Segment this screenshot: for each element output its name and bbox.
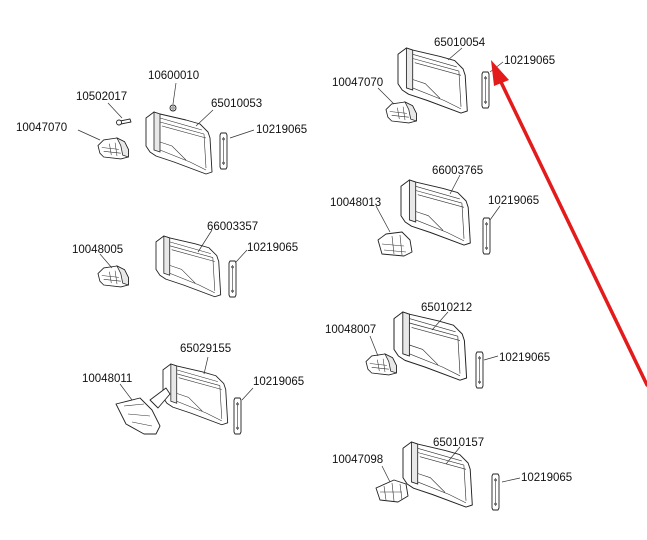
label-10047098: 10047098 [332,454,383,466]
label-10048007: 10048007 [325,324,376,336]
label-66003765: 66003765 [432,165,483,177]
group-5: 66003765 10048013 10219065 [330,165,539,257]
strip-10219065-g6 [475,351,484,389]
clip-10048011 [115,387,171,435]
label-10600010: 10600010 [148,70,199,82]
label-65029155: 65029155 [180,343,231,355]
screw-10502017 [116,118,132,126]
strip-10219065-g1 [219,132,228,170]
strip-10219065-g4 [481,71,490,109]
clip-10048007 [365,353,397,376]
group-7: 65010157 10047098 10219065 [332,437,572,511]
label-65010157: 65010157 [433,437,484,449]
housing-66003765 [400,179,471,246]
strip-10219065-g3 [233,397,242,435]
clip-10048013 [377,231,413,257]
label-10048005: 10048005 [72,244,123,256]
group-6: 65010212 10048007 10219065 [325,302,550,389]
housing-65010053 [145,111,213,175]
housing-65010212 [393,311,468,381]
label-10219065-g5: 10219065 [488,195,539,207]
label-10219065-g4: 10219065 [504,55,555,67]
clip-10047070-top-right [385,101,417,124]
clip-10047098 [375,479,409,503]
red-arrow-icon [491,60,647,387]
label-66003357: 66003357 [207,221,258,233]
label-10502017: 10502017 [76,91,127,103]
label-10048011: 10048011 [82,373,132,385]
label-65010054: 65010054 [434,37,486,49]
strip-10219065-g2 [228,260,237,298]
group-4: 65010054 10047070 10219065 [332,37,555,124]
label-10048013: 10048013 [330,197,381,209]
label-10219065-g2: 10219065 [247,242,298,254]
label-10219065-g6: 10219065 [499,352,550,364]
housing-65010157 [402,441,473,508]
label-10219065: 10219065 [256,124,307,136]
strip-10219065-g5 [482,217,491,255]
label-10047070: 10047070 [16,122,67,134]
group-2: 66003357 10048005 10219065 [72,221,298,298]
label-10047070-right: 10047070 [332,77,383,89]
group-1: 10502017 10600010 65010053 10047070 1021… [16,70,307,175]
group-3: 65029155 10048011 10219065 [82,343,304,435]
nut-10600010 [169,104,177,112]
clip-10047070-top-left [97,137,129,160]
housing-65029155 [162,363,229,426]
label-10219065-g7: 10219065 [521,472,572,484]
clip-10048005 [97,265,129,288]
housing-66003357 [155,235,222,298]
label-10219065-g3: 10219065 [253,376,304,388]
label-65010053: 65010053 [211,98,262,110]
strip-10219065-g7 [491,473,500,511]
label-65010212: 65010212 [421,302,472,314]
